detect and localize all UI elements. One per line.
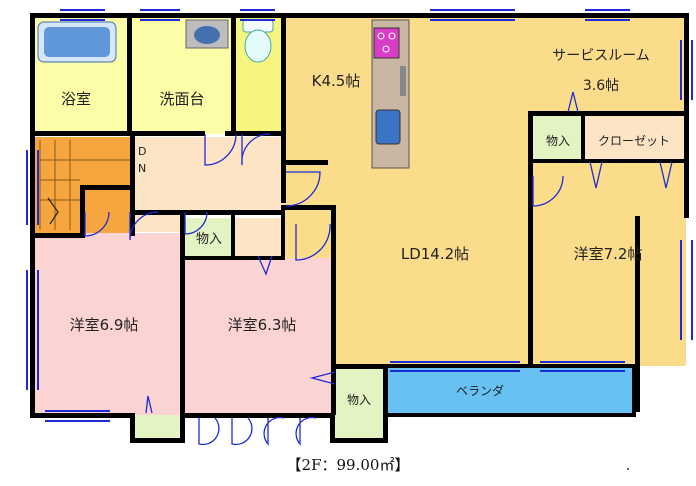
washroom-label: 洗面台: [159, 90, 204, 108]
living-dining-label: LD14.2帖: [401, 245, 469, 263]
doors: [84, 91, 673, 446]
bottom-storage-floor: [335, 366, 385, 439]
ld-floor-upper: [410, 114, 533, 166]
bath-label: 浴室: [61, 90, 91, 108]
hallway-floor-lower: [133, 212, 183, 232]
closet-label: クローゼット: [598, 134, 670, 148]
sink-icon: [185, 19, 229, 49]
floor-area-caption: 【2F：99.00㎡】: [286, 456, 410, 474]
walls: [30, 13, 689, 443]
closet-storage-floor: [533, 114, 583, 160]
balcony-label: ベランダ: [456, 383, 504, 398]
service-room-floor: [410, 16, 686, 114]
toilet-icon: [242, 19, 274, 63]
kitchen-counter: [371, 19, 410, 169]
hall-step-floor: [233, 218, 283, 258]
kitchen-label: K4.5帖: [312, 72, 361, 90]
western-room-right-floor: [533, 160, 686, 366]
western-room-left-label: 洋室6.9帖: [70, 316, 139, 334]
hall-storage-label: 物入: [196, 232, 222, 247]
dot-mark: [627, 468, 629, 470]
small-storage-floor: [130, 415, 185, 440]
western-room-center-floor: [183, 258, 333, 415]
windows: [26, 9, 693, 422]
stairs-d-mark: D: [138, 145, 146, 158]
closet-floor: [583, 114, 686, 160]
bathtub-icon: [37, 21, 117, 63]
service-room-size-label: 3.6帖: [583, 78, 619, 94]
stair-treads: [39, 140, 130, 230]
hallway-floor: [133, 137, 283, 212]
closet-storage-label: 物入: [546, 134, 570, 148]
western-room-left-floor: [33, 233, 183, 415]
bottom-storage-label: 物入: [347, 393, 371, 407]
western-room-center-label: 洋室6.3帖: [228, 316, 297, 334]
western-room-right-label: 洋室7.2帖: [574, 245, 643, 263]
balcony-floor: [385, 366, 635, 416]
stairs-n-mark: N: [138, 162, 146, 175]
service-room-name-label: サービスルーム: [552, 48, 650, 64]
hall-storage-floor: [185, 218, 233, 258]
